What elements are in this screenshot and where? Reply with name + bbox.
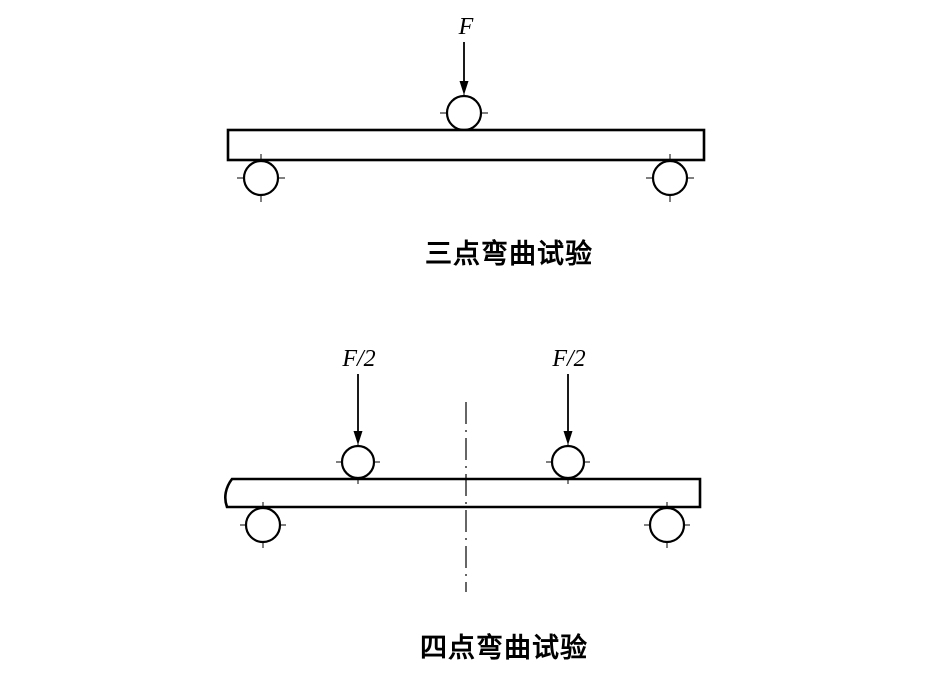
right-force-label: F/2 [551, 346, 585, 372]
loading-roller-right [546, 440, 590, 484]
specimen-beam [226, 128, 706, 162]
force-arrow-head [459, 81, 469, 95]
roller-circle [648, 506, 686, 544]
left-force-label: F/2 [341, 346, 375, 372]
loading-roller-left [336, 440, 380, 484]
roller-circle [242, 159, 280, 197]
support-roller-right [646, 154, 694, 202]
force-label-F: F [458, 14, 474, 40]
four-point-caption: 四点弯曲试验 [420, 632, 588, 664]
roller-circle [651, 159, 689, 197]
support-roller-left [237, 154, 285, 202]
four-point-bending-diagram: F/2 F/2 [224, 346, 702, 664]
roller-circle [445, 94, 483, 132]
roller-circle [550, 444, 586, 480]
support-roller-left [240, 502, 286, 548]
specimen-beam [224, 477, 702, 509]
roller-circle [340, 444, 376, 480]
three-point-bending-diagram: F 三点弯曲试验 [226, 14, 706, 270]
loading-roller [440, 89, 488, 137]
three-point-caption: 三点弯曲试验 [425, 238, 593, 270]
roller-circle [244, 506, 282, 544]
support-roller-right [644, 502, 690, 548]
left-force-arrow-head [353, 431, 363, 445]
right-force-arrow-head [563, 431, 573, 445]
